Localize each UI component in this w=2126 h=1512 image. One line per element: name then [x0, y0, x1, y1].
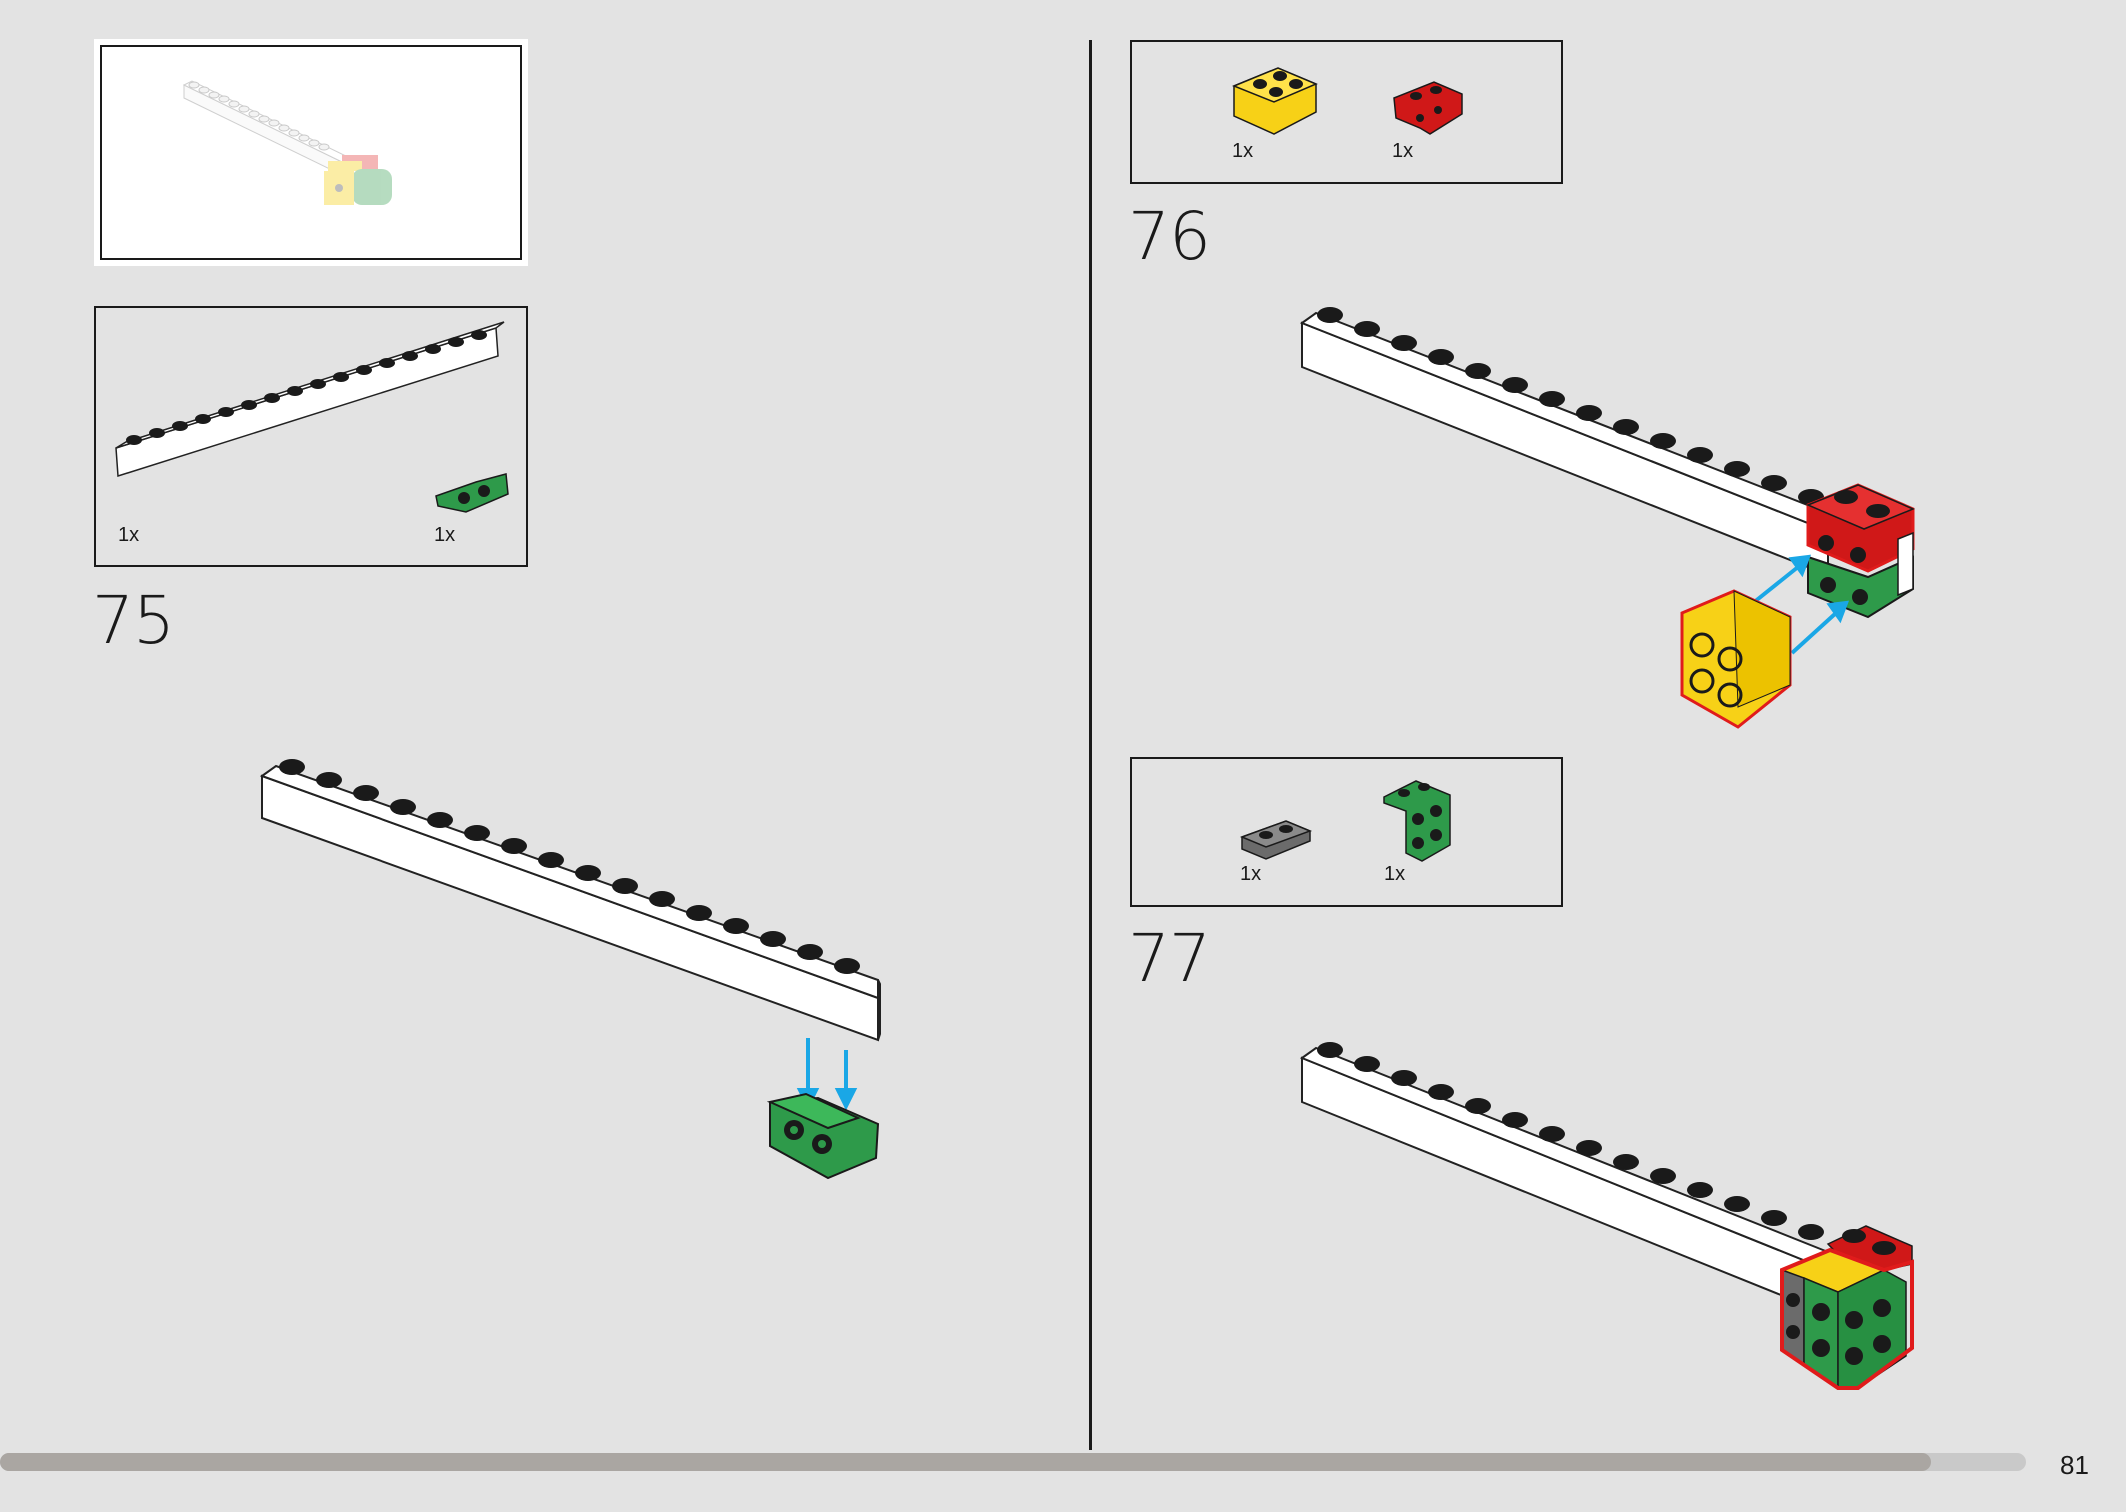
green-bracket-2x2-part — [1383, 780, 1451, 862]
white-brick-1x16-part — [115, 321, 505, 478]
step-75-assembly-image — [259, 759, 881, 1180]
page-progress-bar — [0, 1453, 2026, 1471]
part-quantity: 1x — [1384, 863, 1406, 885]
part-quantity: 1x — [434, 524, 456, 546]
red-bracket-plate-part — [1393, 81, 1463, 135]
step-number-75: 75 — [92, 582, 175, 659]
green-bracket-plate-part — [435, 473, 509, 513]
step-76-assembly-image — [1299, 307, 1915, 729]
dark-grey-plate-1x2-part — [1239, 820, 1313, 860]
step-number-77: 77 — [1128, 920, 1211, 997]
yellow-brick-2x2-part — [1232, 67, 1318, 135]
parts-callout-step-77: 1x 1x — [1130, 757, 1563, 907]
part-quantity: 1x — [1240, 863, 1262, 885]
submodel-preview-box — [94, 39, 528, 266]
part-quantity: 1x — [1392, 140, 1414, 162]
submodel-preview-image — [182, 80, 392, 205]
page-divider — [1089, 40, 1092, 1450]
page-number: 81 — [2060, 1450, 2089, 1480]
parts-callout-step-76: 1x 1x — [1130, 40, 1563, 184]
step-number-76: 76 — [1128, 198, 1211, 275]
part-quantity: 1x — [1232, 140, 1254, 162]
page-progress-fill — [0, 1453, 1931, 1471]
parts-callout-step-75: 1x 1x — [94, 306, 528, 567]
part-quantity: 1x — [118, 524, 140, 546]
step-77-assembly-image — [1299, 1042, 1914, 1390]
